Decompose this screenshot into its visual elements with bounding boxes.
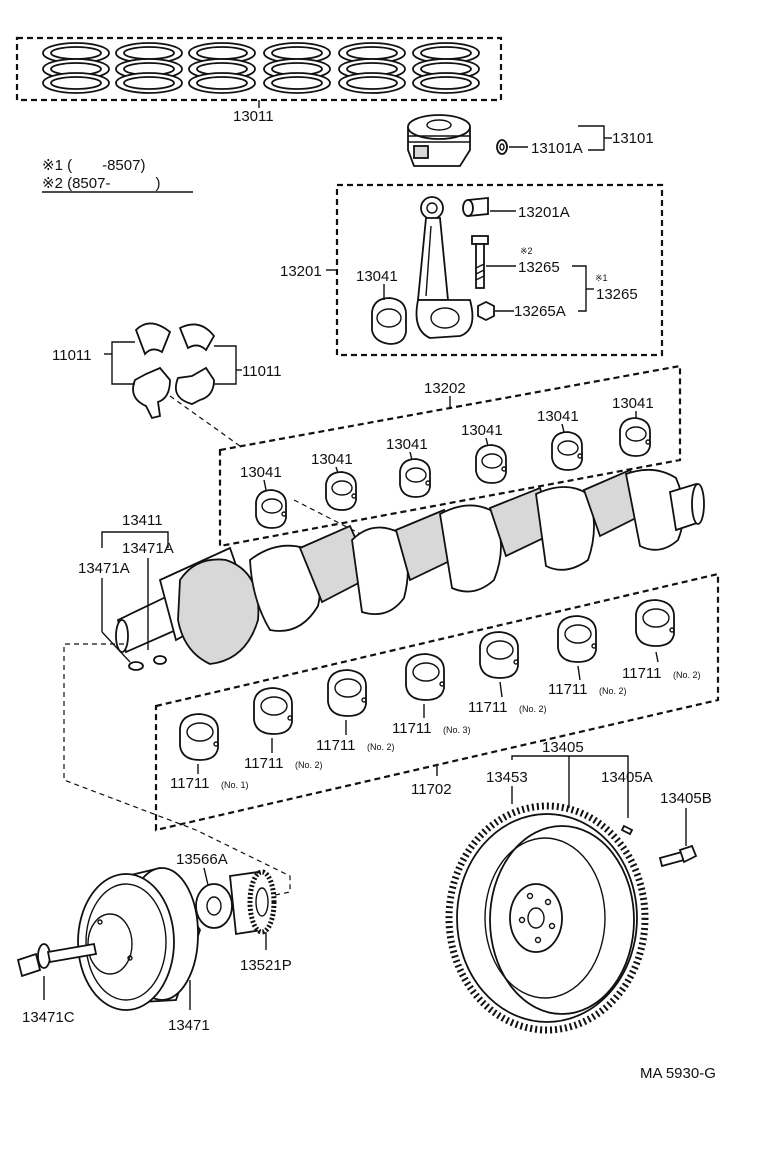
note-mark-2: ※2 bbox=[520, 246, 533, 256]
label-13521P: 13521P bbox=[240, 957, 292, 974]
piston-ring-set-icon bbox=[42, 42, 480, 94]
label-11711-e-no: (No. 2) bbox=[367, 742, 395, 752]
label-13201: 13201 bbox=[280, 263, 322, 280]
label-13041-a: 13041 bbox=[240, 464, 282, 481]
label-13041-e: 13041 bbox=[537, 408, 579, 425]
label-13405: 13405 bbox=[542, 739, 584, 756]
label-11011-right: 11011 bbox=[242, 363, 282, 380]
label-13041-c: 13041 bbox=[386, 436, 428, 453]
label-11711-f-no: (No. 2) bbox=[295, 760, 323, 770]
piston-icon bbox=[407, 114, 471, 167]
rod-bushing-icon bbox=[462, 197, 489, 217]
label-13041-b: 13041 bbox=[311, 451, 353, 468]
label-13101: 13101 bbox=[612, 130, 654, 147]
label-13265-note2: 13265 bbox=[518, 259, 560, 276]
label-11702: 11702 bbox=[411, 781, 452, 798]
bearing-shell-icon bbox=[371, 297, 407, 345]
label-11711-a: 11711 bbox=[622, 665, 662, 682]
label-13041-f: 13041 bbox=[612, 395, 654, 412]
label-13202: 13202 bbox=[424, 380, 466, 397]
main-bearing-group-box bbox=[154, 572, 720, 832]
thrust-washer-icon bbox=[132, 322, 216, 420]
label-13041-d: 13041 bbox=[461, 422, 503, 439]
note-1: ※1 ( -8507) bbox=[42, 157, 145, 174]
label-11011-left: 11011 bbox=[52, 347, 92, 364]
note-mark-1: ※1 bbox=[595, 273, 608, 283]
label-13265A: 13265A bbox=[514, 303, 566, 320]
label-11711-d: 11711 bbox=[392, 720, 432, 737]
label-11711-g: 11711 bbox=[170, 775, 210, 792]
label-13101A: 13101A bbox=[531, 140, 583, 157]
timing-gear-icon bbox=[195, 869, 277, 936]
rod-bearing-group-box bbox=[218, 364, 682, 548]
label-13471C: 13471C bbox=[22, 1009, 75, 1026]
rod-bolt-icon bbox=[471, 235, 489, 289]
bearing-shell-icon bbox=[179, 599, 675, 761]
label-11711-g-no: (No. 1) bbox=[221, 780, 249, 790]
connecting-rod-icon bbox=[415, 196, 474, 339]
crankshaft-icon bbox=[115, 468, 705, 665]
piston-ring-group-box bbox=[15, 36, 503, 102]
bolt-icon bbox=[658, 844, 698, 868]
label-13201A: 13201A bbox=[518, 204, 570, 221]
woodruff-key-icon bbox=[128, 655, 167, 671]
label-13011: 13011 bbox=[233, 108, 274, 125]
label-13566A: 13566A bbox=[176, 851, 228, 868]
label-11711-a-no: (No. 2) bbox=[673, 670, 701, 680]
label-13471A-left: 13471A bbox=[78, 560, 130, 577]
diagram-code: MA 5930-G bbox=[640, 1065, 716, 1082]
label-13405A: 13405A bbox=[601, 769, 653, 786]
label-11711-c-no: (No. 2) bbox=[519, 704, 547, 714]
label-13405B: 13405B bbox=[660, 790, 712, 807]
label-13453: 13453 bbox=[486, 769, 528, 786]
bearing-shell-icon bbox=[255, 417, 651, 529]
rod-nut-icon bbox=[477, 300, 495, 322]
label-13471A-top: 13471A bbox=[122, 540, 174, 557]
label-13041-rod: 13041 bbox=[356, 268, 398, 285]
crankshaft-pulley-icon bbox=[77, 866, 201, 1011]
dowel-pin-icon bbox=[620, 824, 634, 836]
label-13471: 13471 bbox=[168, 1017, 210, 1034]
label-11711-f: 11711 bbox=[244, 755, 284, 772]
bolt-icon bbox=[16, 942, 98, 978]
note-2: ※2 (8507- ) bbox=[42, 175, 160, 192]
label-11711-e: 11711 bbox=[316, 737, 356, 754]
label-11711-d-no: (No. 3) bbox=[443, 725, 471, 735]
label-11711-b: 11711 bbox=[548, 681, 588, 698]
label-13265-note1: 13265 bbox=[596, 286, 638, 303]
flywheel-icon bbox=[445, 802, 649, 1034]
label-13411: 13411 bbox=[122, 512, 163, 529]
piston-pin-clip-icon bbox=[496, 139, 508, 155]
label-11711-b-no: (No. 2) bbox=[599, 686, 627, 696]
label-11711-c: 11711 bbox=[468, 699, 508, 716]
